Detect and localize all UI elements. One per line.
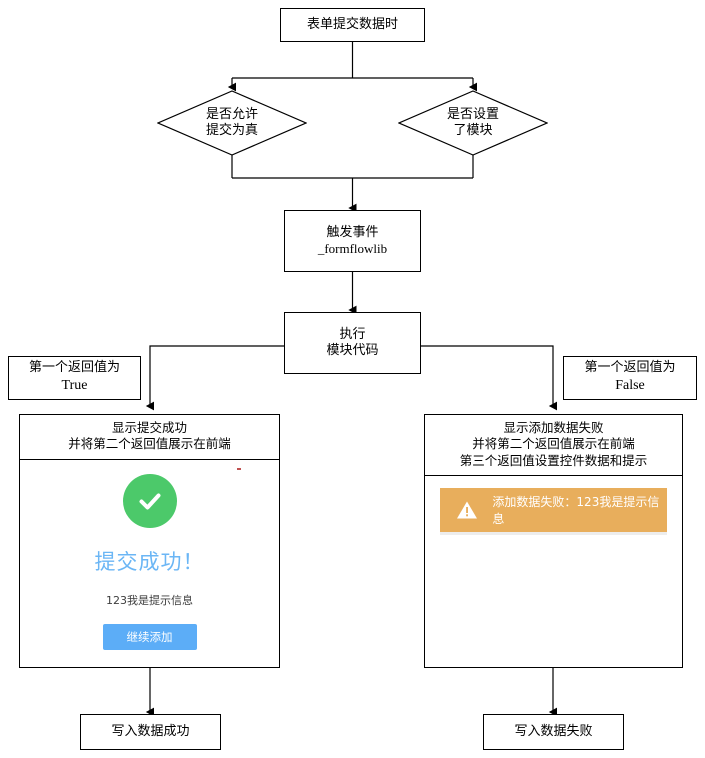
node-execute-module-code[interactable]: 执行 模块代码 [284,312,421,374]
branch-label-true-value: True [61,378,88,394]
decision-module-configured-label: 是否设置 了模块 [446,106,499,138]
branch-label-true: 第一个返回值为 True [8,356,141,400]
alert-shadow [440,531,667,535]
panel-error-result: 显示添加数据失败 并将第二个返回值展示在前端 第三个返回值设置控件数据和提示 添… [424,414,683,668]
error-alert-text: 添加数据失败：123我是提示信息 [492,494,660,526]
decision-allow-submit-label: 是否允许 提交为真 [205,106,258,138]
continue-add-button[interactable]: 继续添加 [102,623,197,650]
decision-module-configured[interactable]: 是否设置 了模块 [398,90,548,156]
branch-label-false-line1: 第一个返回值为 [584,360,676,376]
success-title: 提交成功！ [94,549,205,574]
success-message: 123我是提示信息 [106,593,193,607]
node-trigger-event[interactable]: 触发事件 _formflowlib [284,210,421,272]
branch-label-true-line1: 第一个返回值为 [28,360,120,376]
node-write-data-success[interactable]: 写入数据成功 [80,714,221,750]
branch-label-false-value: False [615,378,645,394]
trigger-event-line2: _formflowlib [317,241,388,256]
warning-triangle-icon [457,501,478,519]
stray-artifact-dot [237,467,241,470]
node-form-submit-trigger[interactable]: 表单提交数据时 [280,8,425,42]
node-write-data-failure[interactable]: 写入数据失败 [483,714,624,750]
panel-success-result: 显示提交成功 并将第二个返回值展示在前端 提交成功！ 123我是提示信息 继续添… [19,414,280,668]
panel-error-screenshot: 添加数据失败：123我是提示信息 [425,475,682,667]
check-circle-icon [122,473,177,528]
panel-success-screenshot: 提交成功！ 123我是提示信息 继续添加 [20,459,279,667]
panel-success-header: 显示提交成功 并将第二个返回值展示在前端 [20,415,279,460]
branch-label-false: 第一个返回值为 False [563,356,697,400]
decision-allow-submit-true[interactable]: 是否允许 提交为真 [157,90,307,156]
error-alert-bar: 添加数据失败：123我是提示信息 [440,487,667,532]
panel-error-header: 显示添加数据失败 并将第二个返回值展示在前端 第三个返回值设置控件数据和提示 [425,415,682,476]
trigger-event-line1: 触发事件 [326,224,379,240]
